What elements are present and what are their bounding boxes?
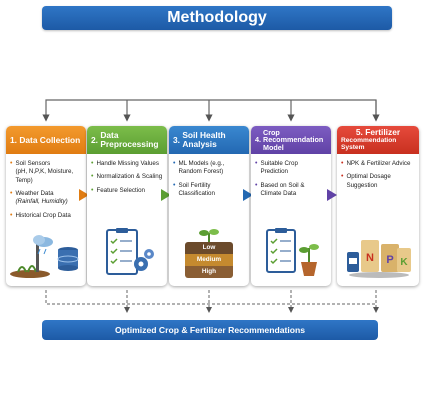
top-feedback-line	[42, 99, 377, 122]
stage-number: 4.	[255, 135, 261, 145]
soil-level-medium: Medium	[185, 254, 233, 266]
bottom-dashed-line	[45, 290, 376, 305]
stage-name: Crop Recommendation Model	[263, 127, 324, 152]
stage-arrow-icon	[79, 189, 89, 201]
stage-number: 1.	[10, 134, 17, 145]
list-item: •Optimal Dosage Suggestion	[341, 173, 391, 189]
stage-number: 5.	[355, 127, 363, 138]
soil-level-high: High	[185, 266, 233, 278]
clipboard-plant-icon	[266, 228, 319, 276]
stage-arrow-icon	[243, 189, 253, 201]
stage-header: 1. Data Collection	[6, 126, 86, 154]
page-title: Methodology	[42, 6, 392, 30]
list-item: •Suitable Crop Prediction	[255, 160, 298, 176]
list-item: •Soil Sensors(pH, N,P,K, Moisture, Temp)	[10, 160, 74, 184]
stage-data-collection: 1. Data Collection •Soil Sensors(pH, N,P…	[6, 126, 86, 286]
stage-crop-recommendation-model: 4. Crop Recommendation Model •Suitable C…	[251, 126, 331, 286]
sprout-icon	[199, 229, 219, 242]
stage-header: 3. Soil Health Analysis	[169, 126, 249, 154]
list-item: •Normalization & Scaling	[91, 173, 163, 181]
bag-letter-p: P	[386, 254, 393, 266]
stage-name: Data Collection	[19, 134, 81, 145]
stage-name: Fertilizer	[365, 127, 401, 138]
stage-subname: Recommendation System	[341, 136, 397, 151]
stage-data-preprocessing: 2. Data Preprocessing •Handle Missing Va…	[87, 126, 167, 286]
list-item: •ML Models (e.g., Random Forest)	[173, 160, 225, 176]
list-item: •Soil Fertility Classification	[173, 181, 215, 198]
list-item: •Handle Missing Values	[91, 160, 159, 167]
stage-soil-health-analysis: 3. Soil Health Analysis •ML Models (e.g.…	[169, 126, 249, 286]
stage-arrow-icon	[327, 189, 337, 201]
stage-fertilizer-recommendation: 5. Fertilizer Recommendation System •NPK…	[337, 126, 419, 286]
list-item: •NPK & Fertilizer Advice	[341, 160, 411, 167]
soil-level-low: Low	[185, 242, 233, 254]
list-item: •Feature Selection	[91, 186, 145, 194]
soil-layers-sprout-icon: Low Medium High	[169, 228, 249, 280]
stage-header: 4. Crop Recommendation Model	[251, 126, 331, 154]
list-item: •Historical Crop Data	[10, 211, 71, 219]
stage-arrow-icon	[161, 189, 171, 201]
bag-letter-n: N	[366, 252, 374, 264]
fertilizer-bags-icon: N P K	[347, 240, 411, 278]
stage-header: 5. Fertilizer Recommendation System	[337, 126, 419, 154]
stage-header: 2. Data Preprocessing	[87, 126, 167, 154]
stage-name: Soil Health Analysis	[182, 130, 226, 149]
stage-number: 2.	[91, 134, 98, 145]
checklist-gears-icon	[106, 228, 154, 275]
bag-letter-k: K	[400, 257, 408, 268]
output-banner: Optimized Crop & Fertilizer Recommendati…	[42, 320, 378, 340]
list-item: •Based on Soil & Climate Data	[255, 181, 305, 198]
stage-name: Data Preprocessing	[100, 130, 159, 149]
list-item: •Weather Data(Rainfall, Humidity)	[10, 190, 68, 206]
stage-number: 3.	[173, 134, 180, 145]
sensor-weather-database-icon	[10, 235, 79, 278]
